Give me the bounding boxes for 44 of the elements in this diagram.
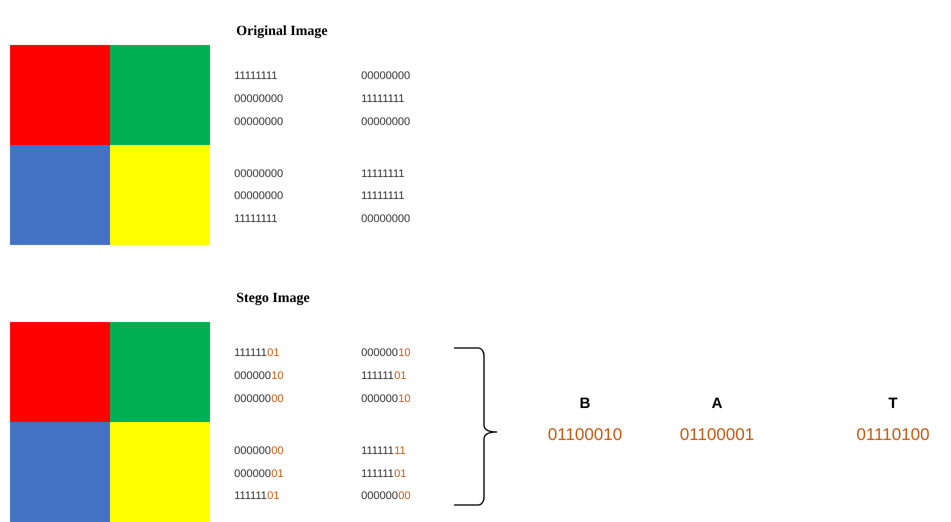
binary-value: 000000 xyxy=(234,371,270,380)
binary-value: 11111111 xyxy=(362,94,404,102)
embedded-bits: 10 xyxy=(399,394,410,402)
binary-value: 111111 xyxy=(362,469,394,477)
embedded-bits: 00 xyxy=(272,394,284,402)
binary-value: 00000000 xyxy=(234,191,283,200)
embedded-bits: 01 xyxy=(394,469,406,478)
binary-value: 11111111 xyxy=(362,191,404,199)
binary-value: 000000 xyxy=(362,394,398,402)
binary-value: 000000 xyxy=(234,446,270,454)
binary-code: 01110100 xyxy=(857,428,929,440)
binary-value: 00000000 xyxy=(234,117,283,126)
image-heading: Stego Image xyxy=(236,292,310,306)
binary-code: 01100010 xyxy=(548,428,622,440)
binary-value: 000000 xyxy=(234,469,270,478)
binary-value: 111111 xyxy=(235,491,266,499)
binary-value: 11111111 xyxy=(362,169,404,177)
embedded-bits: 10 xyxy=(399,348,410,356)
binary-value: 111111 xyxy=(235,348,266,356)
binary-value: 11111111 xyxy=(235,71,277,79)
binary-value: 00000000 xyxy=(362,117,410,126)
embedded-bits: 11 xyxy=(395,446,406,454)
binary-value: 111111 xyxy=(362,446,394,454)
image-heading: Original Image xyxy=(236,25,328,38)
embedded-bits: 00 xyxy=(398,491,410,500)
letter: T xyxy=(888,398,898,408)
binary-value: 111111 xyxy=(362,371,394,379)
binary-value: 000000 xyxy=(234,394,270,402)
binary-value: 00000000 xyxy=(362,214,410,222)
embedded-bits: 00 xyxy=(272,446,284,454)
letter: A xyxy=(712,398,722,408)
embedded-bits: 01 xyxy=(272,469,284,478)
embedded-bits: 01 xyxy=(268,348,279,356)
binary-value: 000000 xyxy=(362,491,398,500)
embedded-bits: 10 xyxy=(272,371,284,380)
letter: B xyxy=(580,398,590,408)
binary-value: 00000000 xyxy=(362,71,410,80)
binary-code: 01100001 xyxy=(680,428,754,440)
binary-value: 11111111 xyxy=(235,214,277,222)
binary-value: 00000000 xyxy=(234,169,283,178)
binary-value: 000000 xyxy=(362,348,398,356)
embedded-bits: 01 xyxy=(268,491,279,500)
binary-value: 00000000 xyxy=(234,94,283,102)
embedded-bits: 01 xyxy=(394,371,406,380)
